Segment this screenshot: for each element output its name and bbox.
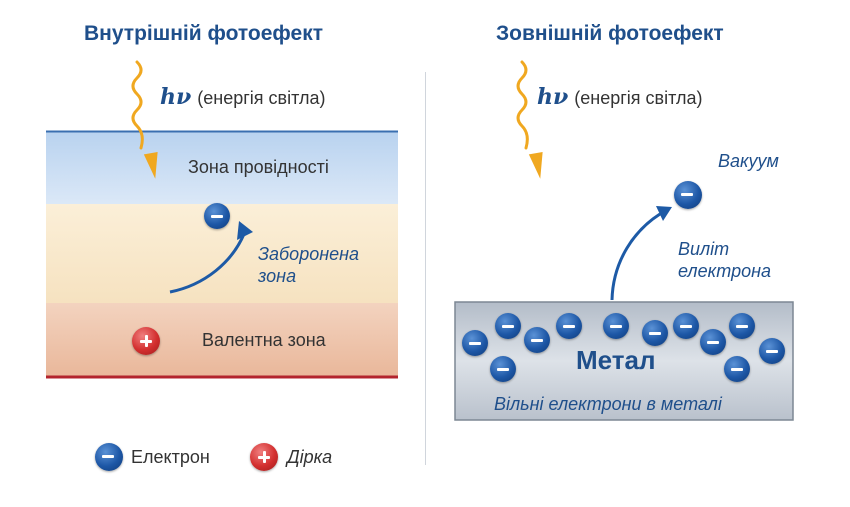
forbidden-band-label: Заборонена зона [258, 243, 359, 287]
emission-arrowhead [656, 206, 672, 221]
free-electron [700, 329, 726, 355]
vacuum-label: Вакуум [718, 151, 779, 171]
free-electron [673, 313, 699, 339]
photon-arrowhead-right [528, 151, 543, 179]
excitation-arrow [169, 233, 246, 294]
photon-energy-label-right: hν(енергія світла) [537, 84, 702, 110]
emitted-electron [674, 181, 702, 209]
free-electron [724, 356, 750, 382]
forbidden-band-line1: Заборонена [258, 244, 360, 264]
photon-wave-right [516, 60, 529, 150]
excitation-arrowhead [237, 221, 253, 240]
legend-hole-icon [250, 443, 278, 471]
panel-divider [425, 72, 426, 465]
forbidden-band-line2: зона [258, 266, 297, 286]
free-electron [556, 313, 582, 339]
emission-label: Виліт електрона [678, 238, 771, 282]
free-electron [490, 356, 516, 382]
free-electron [603, 313, 629, 339]
valence-band [46, 303, 398, 377]
free-electron [462, 330, 488, 356]
excited-electron [204, 203, 230, 229]
photon-arrowhead-left [143, 151, 158, 179]
photon-wave-left [131, 60, 144, 150]
emission-arrow [610, 212, 661, 301]
hv-symbol: hν [160, 84, 192, 110]
free-electron [495, 313, 521, 339]
valence-band-label: Валентна зона [202, 330, 326, 350]
conduction-band [46, 131, 398, 204]
free-electron [524, 327, 550, 353]
external-photoeffect-title: Зовнішній фотоефект [496, 22, 724, 45]
legend-electron-icon [95, 443, 123, 471]
legend-electron-label: Електрон [131, 447, 210, 467]
hv-symbol-right: hν [537, 84, 569, 110]
free-electrons-label: Вільні електрони в металі [494, 394, 722, 414]
hole-symbol [132, 327, 160, 355]
free-electron [759, 338, 785, 364]
conduction-band-label: Зона провідності [188, 157, 329, 177]
emission-line1: Виліт [678, 239, 730, 259]
emission-line2: електрона [678, 261, 772, 281]
photon-energy-label-left: hν(енергія світла) [160, 84, 325, 110]
free-electron [642, 320, 668, 346]
light-energy-text: (енергія світла) [197, 88, 326, 108]
internal-photoeffect-title: Внутрішній фотоефект [84, 22, 323, 45]
light-energy-text-right: (енергія світла) [574, 88, 703, 108]
free-electron [729, 313, 755, 339]
metal-label: Метал [576, 345, 656, 375]
legend-hole-label: Дірка [287, 447, 333, 467]
